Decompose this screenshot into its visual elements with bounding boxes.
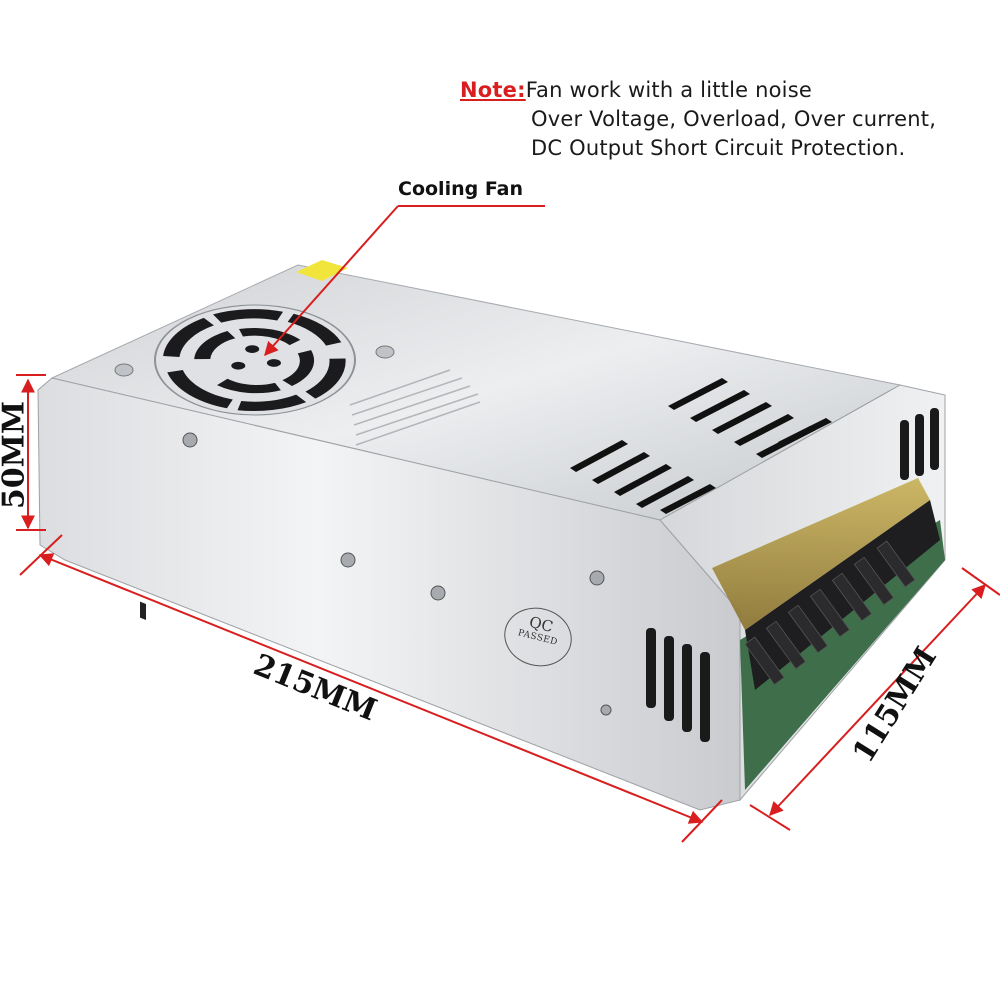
length-arrow: [38, 553, 704, 824]
note-line-1: Note:Fan work with a little noise: [460, 76, 936, 105]
terminal-cover: [712, 478, 930, 630]
note-line-2: Over Voltage, Overload, Over current,: [531, 107, 937, 131]
cooling-fan-grille: [154, 304, 356, 416]
top-screws: [114, 345, 395, 377]
note-line-3: DC Output Short Circuit Protection.: [531, 136, 906, 160]
top-vents-upper: [668, 378, 832, 458]
cooling-fan-label: Cooling Fan: [398, 178, 524, 200]
warning-sticker: [296, 260, 348, 281]
note-text-1: Fan work with a little noise: [525, 78, 812, 102]
note-block: Note:Fan work with a little noise Over V…: [460, 76, 936, 163]
dimension-lines: [16, 205, 1000, 843]
width-arrow: [769, 583, 986, 817]
top-printed-label: [349, 369, 481, 446]
height-dimension-label: 50MM: [0, 400, 32, 510]
front-vents: [140, 601, 146, 620]
note-heading: Note:: [460, 78, 526, 102]
